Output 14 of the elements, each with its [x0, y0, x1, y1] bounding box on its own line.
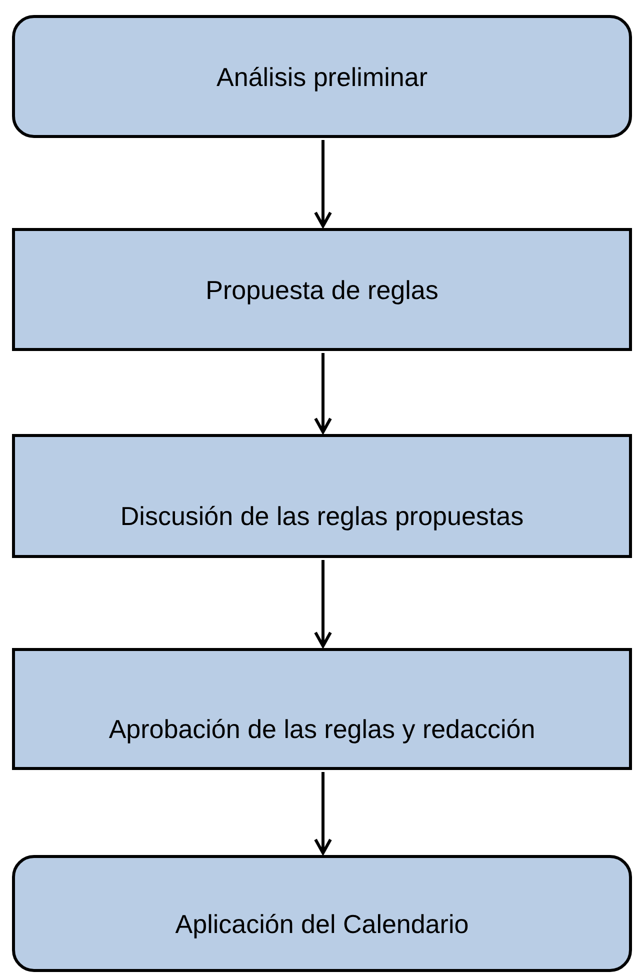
step-label: Análisis preliminar	[216, 62, 428, 92]
arrow	[314, 772, 332, 854]
step-label: Discusión de las reglas propuestas	[119, 501, 525, 531]
process-box	[12, 855, 632, 972]
arrow	[314, 560, 332, 648]
process-box	[12, 434, 632, 558]
step-label: Propuesta de reglas	[204, 274, 440, 304]
step-label: Aplicación del Calendario	[174, 908, 470, 938]
arrow	[314, 353, 332, 434]
arrow	[314, 140, 332, 228]
process-box	[12, 15, 632, 138]
process-box	[12, 648, 632, 770]
process-box	[12, 228, 632, 351]
step-label: Aprobación de las reglas y redacción	[108, 714, 536, 744]
